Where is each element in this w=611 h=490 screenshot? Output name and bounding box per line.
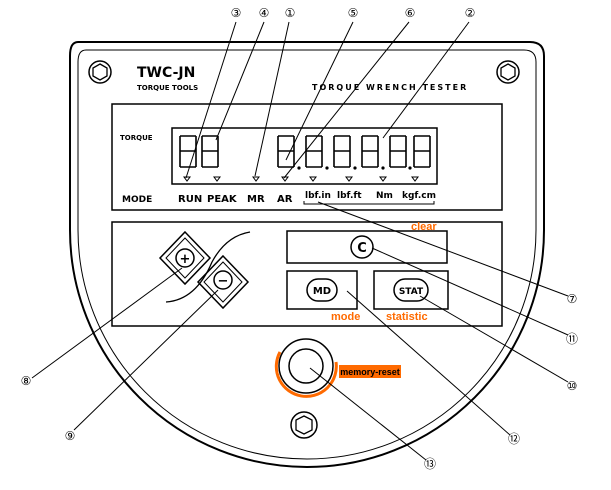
indicator-arrows bbox=[183, 176, 419, 182]
key-curve-decoration bbox=[165, 231, 251, 303]
callout-2: ② bbox=[465, 6, 476, 20]
callout-11: ⑪ bbox=[566, 332, 578, 346]
callout-4: ④ bbox=[259, 6, 270, 20]
plus-icon: + bbox=[180, 252, 191, 267]
callout-1: ① bbox=[285, 6, 296, 20]
lcd-window bbox=[171, 127, 438, 185]
screw-bottom-icon bbox=[290, 411, 318, 439]
unit-bracket bbox=[303, 201, 435, 205]
brand-logo: TWC-JN bbox=[137, 65, 195, 81]
minus-icon: − bbox=[218, 274, 229, 289]
device-body bbox=[69, 41, 545, 468]
memory-reset-button[interactable] bbox=[278, 338, 334, 394]
clear-label: clear bbox=[411, 221, 437, 233]
screw-left-icon bbox=[88, 60, 112, 84]
callout-13: ⑬ bbox=[424, 457, 436, 471]
stat-button[interactable]: STAT bbox=[373, 270, 449, 310]
screw-right-icon bbox=[496, 60, 520, 84]
indicator-kgf-cm: kgf.cm bbox=[402, 191, 436, 201]
indicator-lbf-ft: lbf.ft bbox=[337, 191, 362, 201]
callout-10: ⑩ bbox=[567, 379, 578, 393]
indicator-lbf-in: lbf.in bbox=[305, 191, 331, 201]
callout-6: ⑥ bbox=[405, 6, 416, 20]
stat-key-text: STAT bbox=[399, 287, 424, 297]
product-name: TORQUE WRENCH TESTER bbox=[312, 83, 468, 92]
display-panel bbox=[111, 103, 503, 211]
indicator-mr: MR bbox=[247, 194, 265, 205]
mode-button[interactable]: MD bbox=[286, 270, 358, 310]
device-inner-outline bbox=[77, 49, 537, 460]
indicator-nm: Nm bbox=[376, 191, 393, 201]
decimal-points bbox=[297, 166, 412, 170]
mode-label: MODE bbox=[122, 195, 152, 205]
lcd-digits bbox=[179, 135, 431, 168]
indicator-peak: PEAK bbox=[207, 194, 238, 205]
callout-7: ⑦ bbox=[567, 292, 578, 306]
mode-key-text: MD bbox=[313, 286, 331, 297]
callout-12: ⑫ bbox=[508, 432, 520, 446]
brand-subtitle: TORQUE TOOLS bbox=[137, 84, 198, 92]
reset-label-box bbox=[339, 365, 401, 378]
callout-5: ⑤ bbox=[348, 6, 359, 20]
indicator-ar: AR bbox=[277, 194, 293, 205]
clear-key-text: C bbox=[357, 241, 367, 256]
torque-label: TORQUE bbox=[120, 134, 153, 142]
callout-3: ③ bbox=[231, 6, 242, 20]
clear-button[interactable]: C bbox=[286, 230, 448, 264]
leader-lines bbox=[31, 21, 569, 461]
stat-label-text: statistic bbox=[386, 311, 428, 323]
keypad-panel bbox=[111, 221, 503, 327]
reset-arc-accent bbox=[274, 351, 338, 398]
plus-button[interactable]: + bbox=[158, 230, 212, 286]
indicator-run: RUN bbox=[178, 194, 202, 205]
mode-label-text: mode bbox=[331, 311, 360, 323]
callout-9: ⑨ bbox=[65, 429, 76, 443]
reset-label: memory-reset bbox=[340, 367, 400, 377]
callout-8: ⑧ bbox=[21, 374, 32, 388]
minus-button[interactable]: − bbox=[196, 254, 250, 310]
